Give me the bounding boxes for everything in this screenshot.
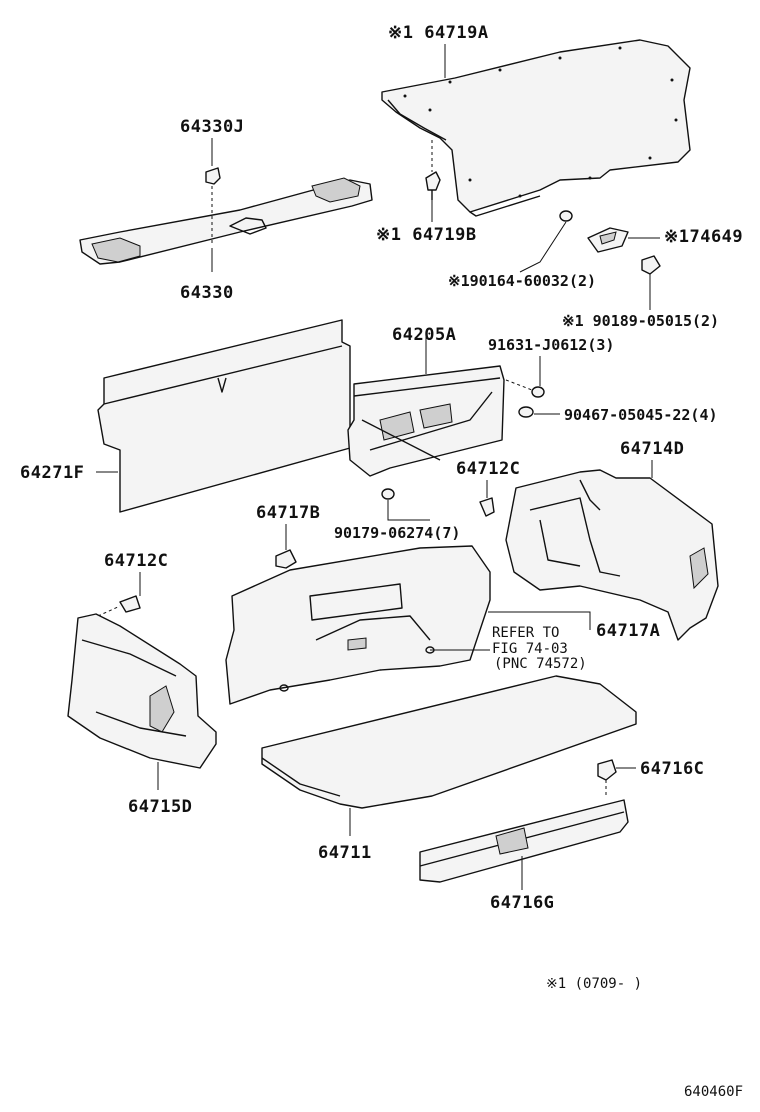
label-64717B: 64717B [256, 503, 320, 523]
part-64330 [79, 177, 373, 272]
refer-note: REFER TO FIG 74-03 (PNC 74572) [492, 625, 587, 672]
label-64719A: ※1 64719A [388, 23, 489, 43]
refer-line1: REFER TO [492, 625, 559, 641]
label-64714D: 64714D [620, 439, 684, 459]
part-90164 [519, 210, 573, 273]
label-64205A: 64205A [392, 325, 456, 345]
part-74649 [587, 227, 660, 253]
part-64716C [597, 759, 636, 798]
label-90467: 90467-05045-22(4) [564, 406, 718, 424]
part-64719B [425, 140, 441, 222]
part-90189 [641, 255, 661, 310]
part-64719A [381, 39, 691, 217]
part-64330J [205, 138, 221, 185]
refer-line2: FIG 74-03 [492, 641, 568, 657]
refer-line3: (PNC 74572) [494, 656, 587, 672]
label-64715D: 64715D [128, 797, 192, 817]
label-64712C-right: 64712C [456, 459, 520, 479]
part-64714D [505, 460, 719, 641]
label-64330J: 64330J [180, 117, 244, 137]
part-90467 [518, 406, 560, 418]
label-64330: 64330 [180, 283, 234, 303]
part-64716G [419, 799, 629, 890]
part-64711 [261, 675, 637, 836]
part-64712C-left [97, 572, 141, 617]
label-64271F: 64271F [20, 463, 84, 483]
part-64715D [67, 613, 217, 790]
label-64712C-left: 64712C [104, 551, 168, 571]
label-64711: 64711 [318, 843, 372, 863]
part-64271F [96, 319, 351, 513]
label-90179: 90179-06274(7) [334, 524, 460, 542]
part-91631 [505, 356, 545, 398]
part-64205A [347, 336, 505, 477]
part-64712C-right [479, 480, 495, 517]
label-64717A: 64717A [596, 621, 660, 641]
label-64716C: 64716C [640, 759, 704, 779]
footnote: ※1 (0709- ) [546, 976, 642, 992]
label-90164: ※190164-60032(2) [448, 272, 596, 290]
label-74649: ※174649 [664, 227, 743, 247]
label-91631: 91631-J0612(3) [488, 336, 614, 354]
figure-code: 640460F [684, 1084, 743, 1100]
part-64717A [225, 545, 591, 705]
part-64717B [275, 524, 297, 569]
label-90189: ※1 90189-05015(2) [562, 312, 719, 330]
label-64719B: ※1 64719B [376, 225, 477, 245]
part-90179 [381, 488, 430, 521]
label-64716G: 64716G [490, 893, 554, 913]
